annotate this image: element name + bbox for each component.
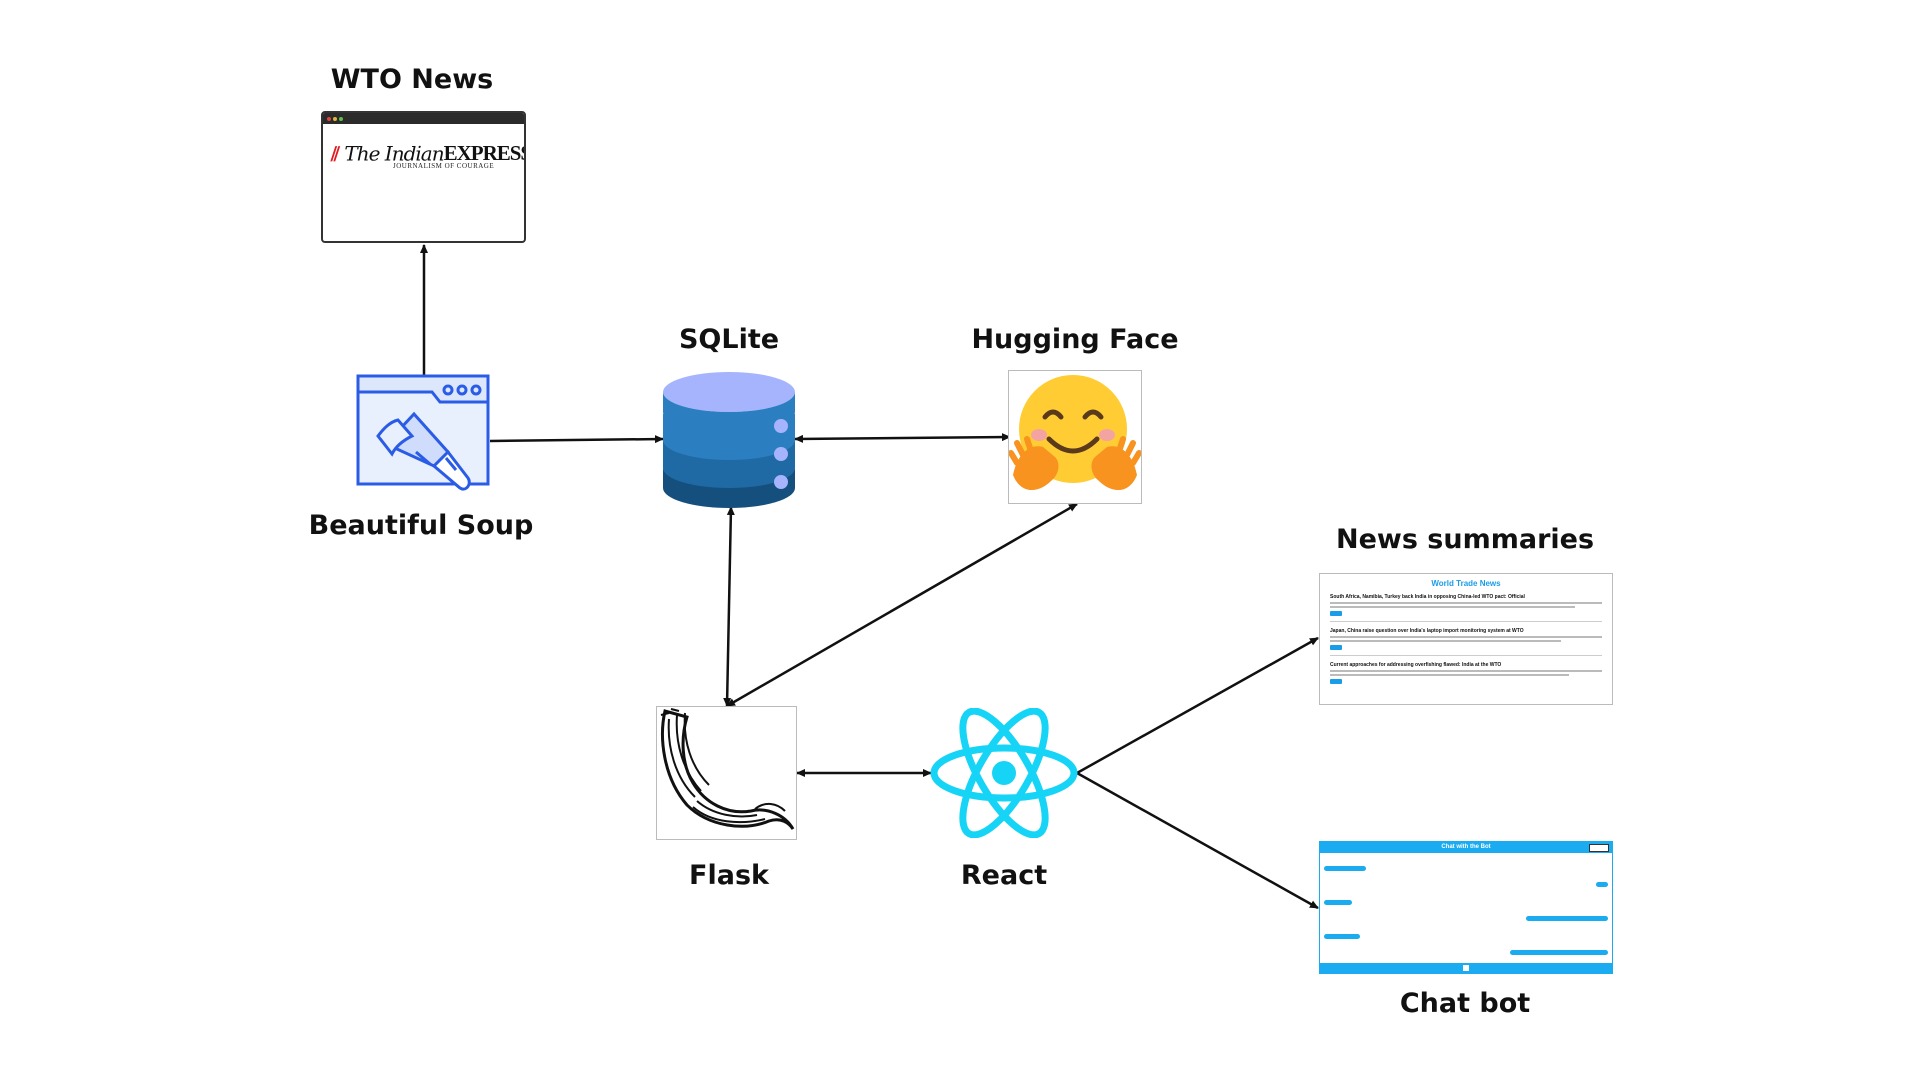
chat-bubble-bot: [1526, 916, 1608, 921]
chat-bubble-bot: [1596, 882, 1608, 887]
send-icon: [1463, 965, 1469, 971]
react-label: React: [960, 860, 1048, 891]
browser-titlebar: [323, 113, 524, 124]
react-icon: [930, 708, 1078, 838]
chat-header: Chat with the Bot: [1320, 842, 1612, 853]
news-item: Japan, China raise question over India's…: [1330, 628, 1602, 656]
browser-window: ⫽ The IndianEXPRESS JOURNALISM OF COURAG…: [321, 111, 526, 243]
arrow-react-news: [1076, 636, 1319, 775]
news-summaries-screenshot: World Trade News South Africa, Namibia, …: [1319, 573, 1613, 705]
news-button: [1330, 611, 1342, 616]
indian-express-logo: ⫽ The IndianEXPRESS JOURNALISM OF COURAG…: [331, 141, 526, 170]
wto-news-label: WTO News: [330, 64, 494, 95]
beautiful-soup-label: Beautiful Soup: [308, 510, 534, 541]
arrow-flask-huggingface: [726, 502, 1078, 708]
sqlite-label: SQLite: [678, 324, 780, 355]
flask-icon: [660, 708, 795, 830]
news-item: Current approaches for addressing overfi…: [1330, 662, 1602, 689]
hugging-face-frame: [1008, 370, 1142, 504]
arrow-sqlite-huggingface: [794, 433, 1011, 443]
news-button: [1330, 645, 1342, 650]
flask-label: Flask: [689, 860, 769, 891]
arrow-soup-to-sqlite: [489, 435, 664, 444]
chat-bubble-user: [1324, 900, 1352, 905]
hugging-face-icon: [1008, 375, 1142, 491]
news-page-title: World Trade News: [1431, 579, 1501, 588]
news-summaries-label: News summaries: [1335, 524, 1595, 555]
hugging-face-label: Hugging Face: [971, 324, 1179, 355]
flask-frame: [656, 706, 797, 840]
arrow-sqlite-flask: [723, 506, 735, 707]
news-button: [1330, 679, 1342, 684]
arrow-react-chatbot: [1076, 771, 1319, 910]
chat-bubble-user: [1324, 934, 1360, 939]
news-item: South Africa, Namibia, Turkey back India…: [1330, 594, 1602, 622]
express-mark-icon: ⫽: [331, 141, 340, 166]
chat-input-bar: [1320, 963, 1612, 973]
chat-bubble-bot: [1510, 950, 1608, 955]
beautiful-soup-icon: [356, 374, 490, 491]
chat-bot-label: Chat bot: [1399, 988, 1531, 1019]
chat-bubble-user: [1324, 866, 1366, 871]
chat-bot-screenshot: Chat with the Bot: [1319, 841, 1613, 974]
chat-header-button: [1589, 844, 1609, 852]
database-icon: [663, 372, 795, 508]
